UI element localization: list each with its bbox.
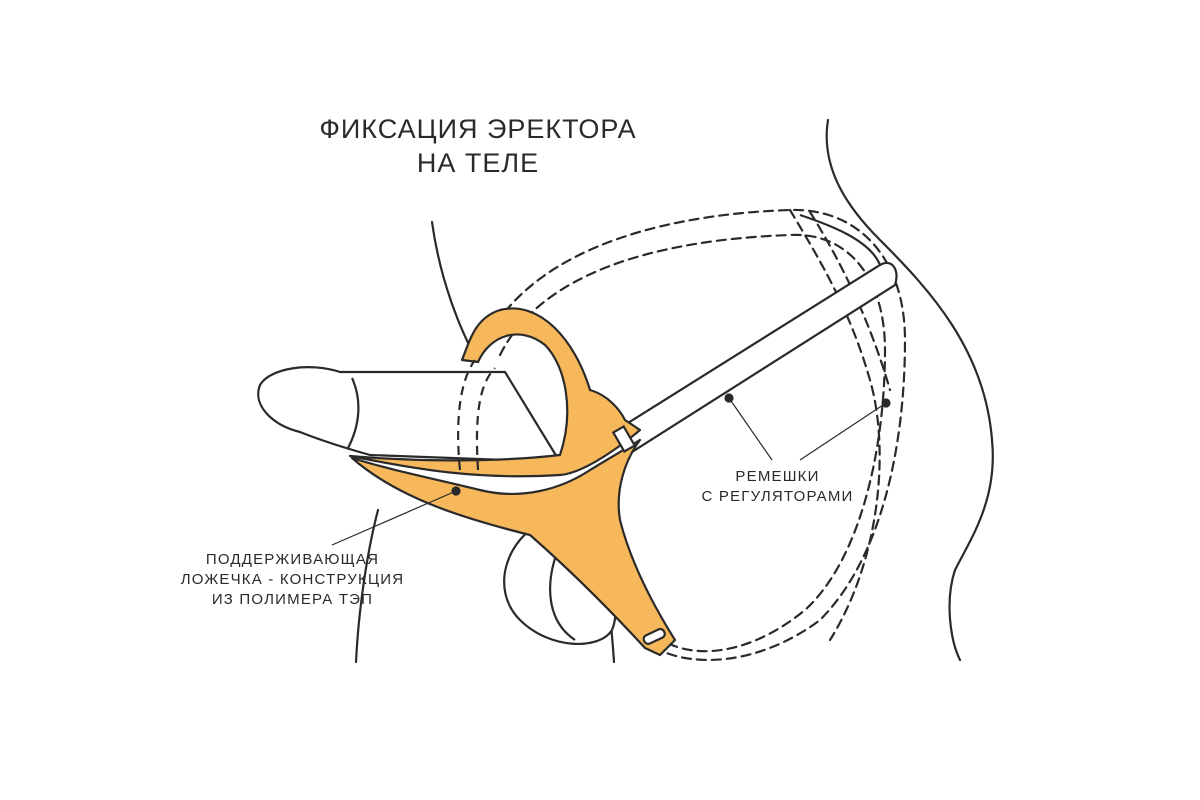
dashed-strap-outer xyxy=(480,208,907,661)
body-back-outline xyxy=(825,118,994,662)
erector-glans-line xyxy=(347,377,360,449)
buckle-bottom[interactable] xyxy=(642,627,666,645)
label-straps-line-2: С РЕГУЛЯТОРАМИ xyxy=(701,488,854,505)
buckle-top[interactable] xyxy=(611,424,637,454)
leader-dot-strap1 xyxy=(724,393,734,403)
leader-line-strap2 xyxy=(799,402,887,461)
leader-line-strap1 xyxy=(728,397,773,461)
leg-front-outline xyxy=(354,508,380,664)
label-support-line-1: ПОДДЕРЖИВАЮЩАЯ xyxy=(205,551,380,568)
title-line-2: НА ТЕЛЕ xyxy=(416,148,540,178)
label-straps-line-1: РЕМЕШКИ xyxy=(735,468,820,485)
label-support-line-3: ИЗ ПОЛИМЕРА ТЭП xyxy=(211,591,374,608)
support-spoon[interactable] xyxy=(348,307,642,478)
dashed-strap-inner xyxy=(498,233,887,653)
label-support: ПОДДЕРЖИВАЮЩАЯ ЛОЖЕЧКА - КОНСТРУКЦИЯ ИЗ … xyxy=(180,550,405,610)
leader-dot-strap2 xyxy=(881,398,891,408)
label-support-line-2: ЛОЖЕЧКА - КОНСТРУКЦИЯ xyxy=(180,571,405,588)
spoon-dashed-edge xyxy=(457,359,496,471)
title-line-1: ФИКСАЦИЯ ЭРЕКТОРА xyxy=(319,114,637,144)
label-straps: РЕМЕШКИ С РЕГУЛЯТОРАМИ xyxy=(690,467,865,507)
leader-dot-support xyxy=(451,486,461,496)
strap-top-curve xyxy=(799,213,882,266)
erector-outline xyxy=(257,366,563,464)
leader-line-support xyxy=(331,490,457,546)
support-spoon-lower[interactable] xyxy=(350,438,677,657)
